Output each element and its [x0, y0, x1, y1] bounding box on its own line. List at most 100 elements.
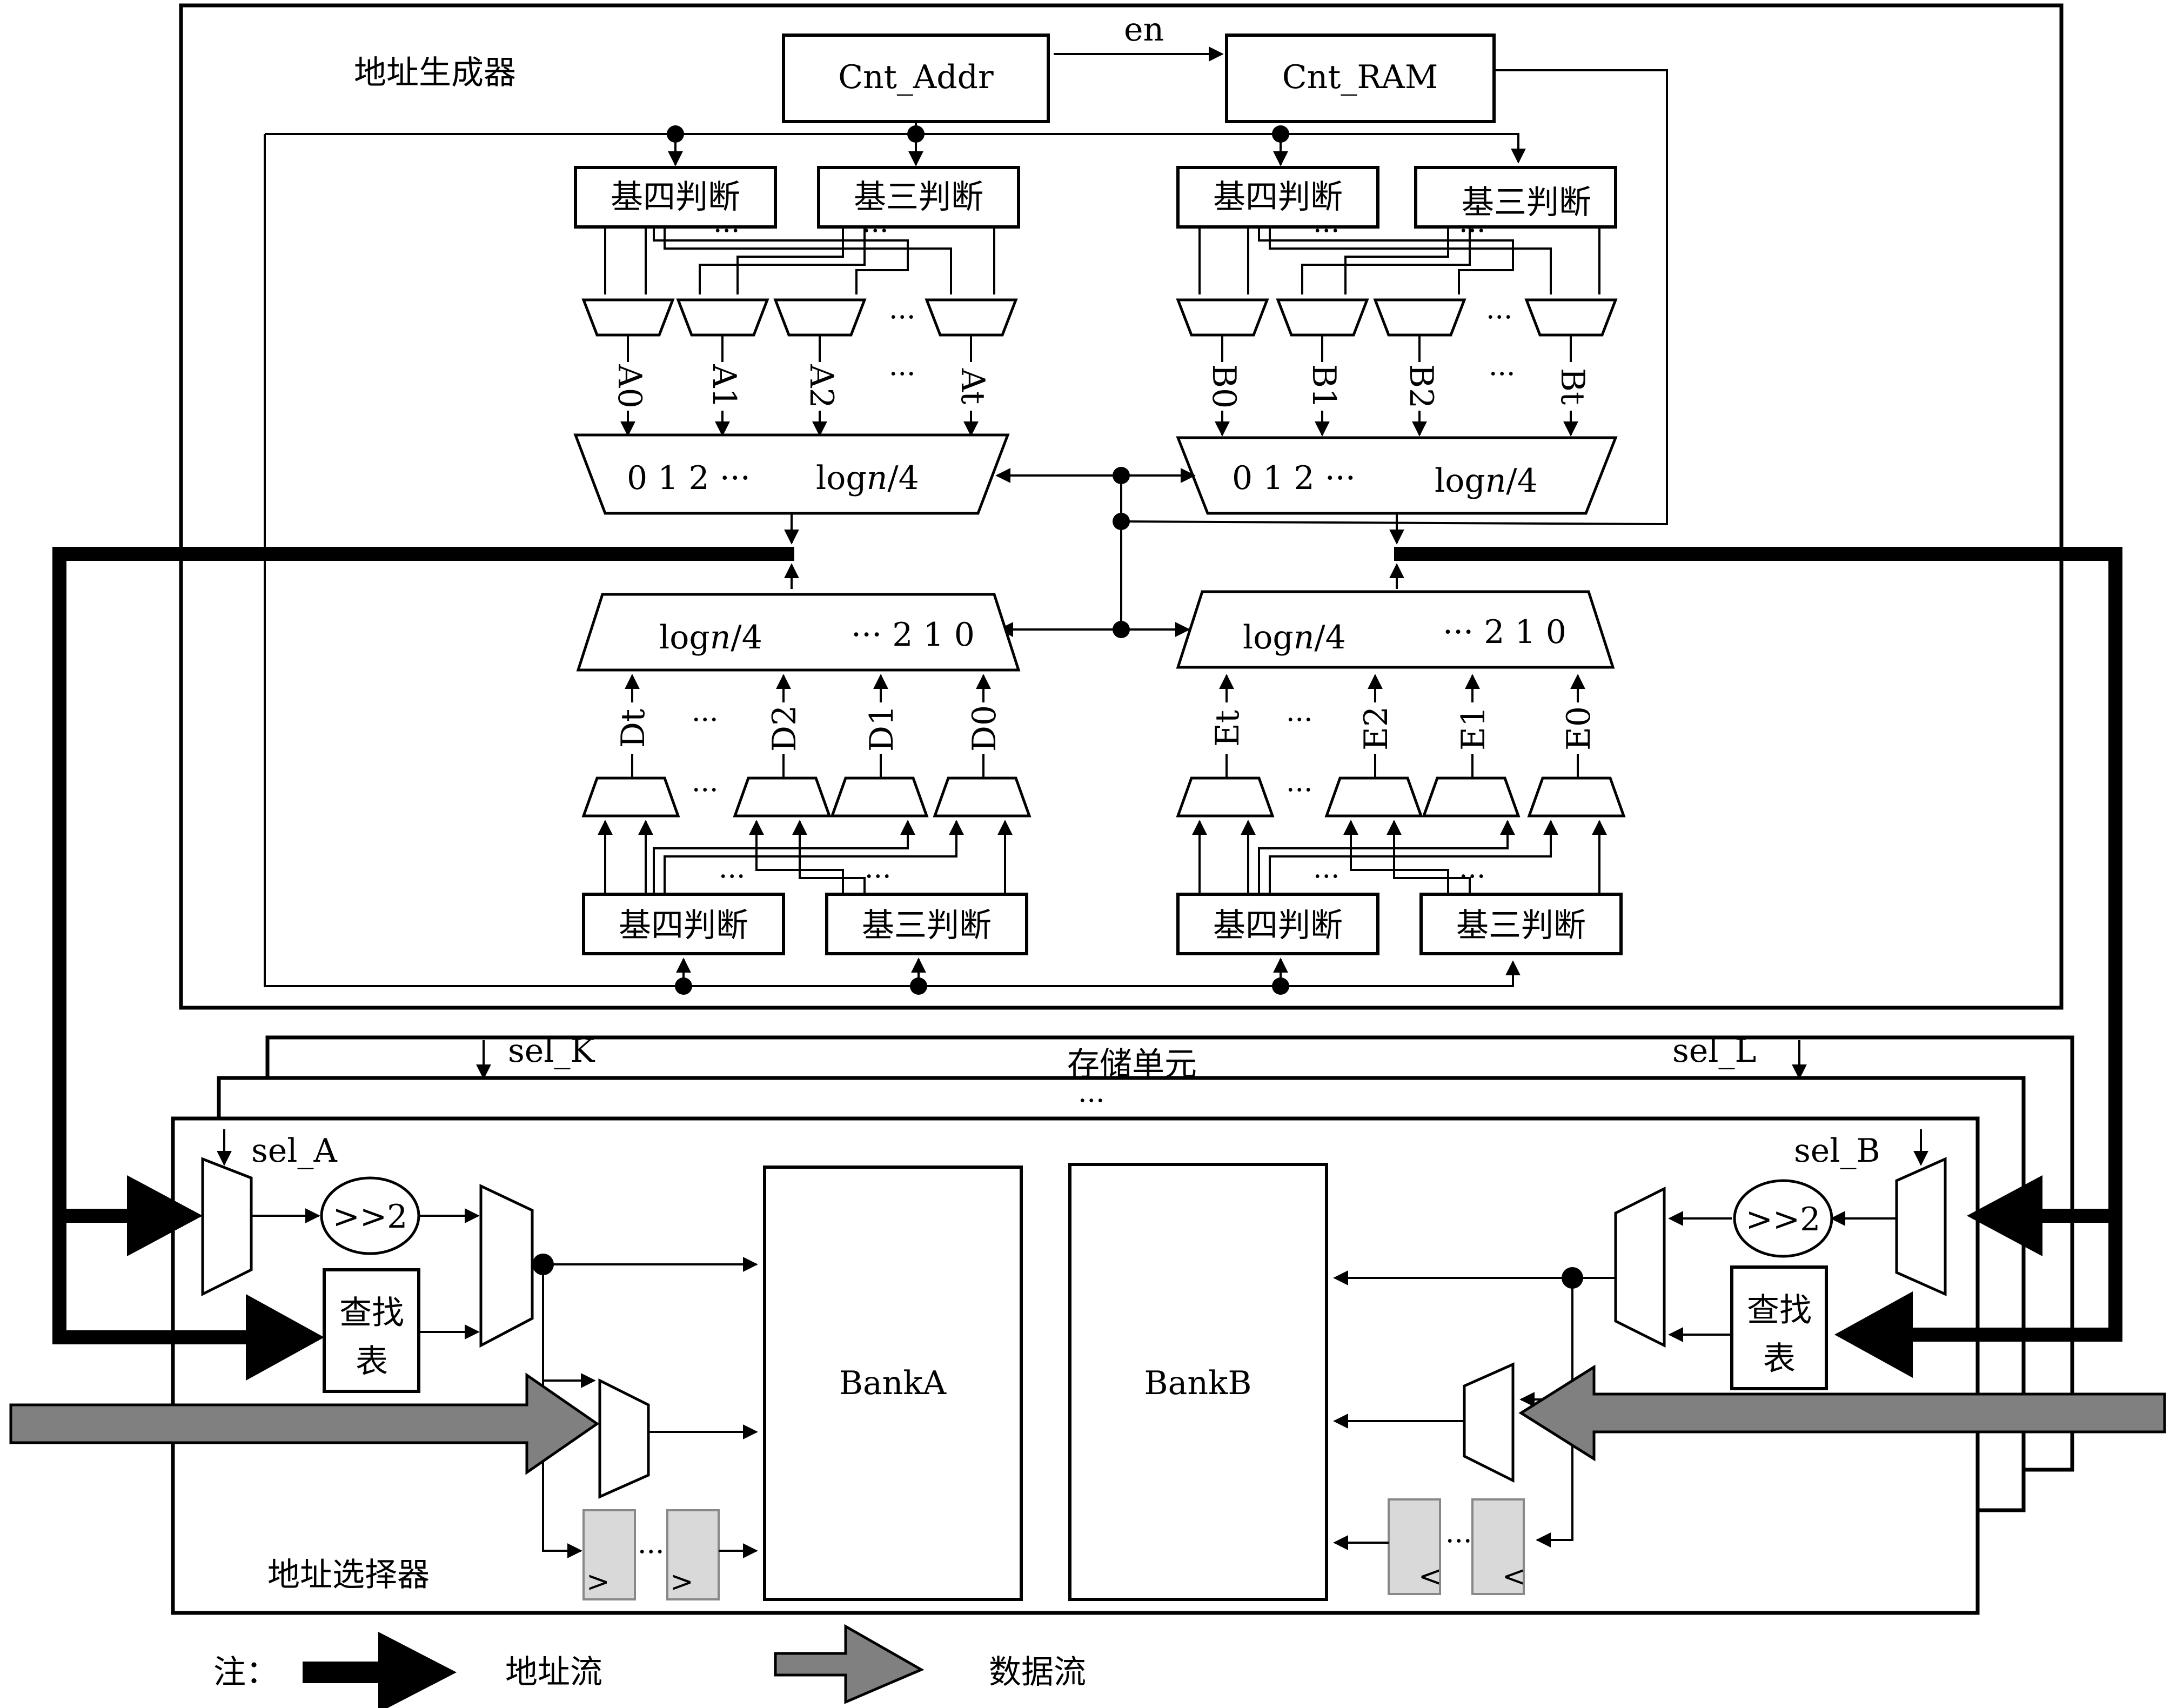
address-arrowhead	[1967, 1175, 2042, 1256]
wire	[1301, 227, 1471, 294]
data-arrow-left	[9, 1372, 600, 1475]
data-mux-left	[598, 1378, 650, 1499]
lookup-table-left	[323, 1268, 420, 1393]
mux-row-d: ···	[581, 774, 1032, 818]
register-ellipsis: ···	[1445, 1525, 1472, 1558]
address-bus	[52, 547, 794, 1223]
mux-bottom-left-head: logn/4	[659, 619, 762, 657]
radix4-check-label: 基四判断	[1213, 178, 1343, 216]
mux	[581, 298, 675, 337]
a0-label: A0	[611, 364, 648, 408]
addr-mux-right	[1614, 1186, 1666, 1348]
junction-dot	[675, 977, 692, 995]
ellipsis: ···	[1486, 302, 1513, 334]
cnt-ram-label: Cnt_RAM	[1282, 58, 1438, 96]
radix3-check-top-left	[817, 166, 1020, 229]
e0-label: E0	[1560, 706, 1598, 751]
legend-address-flow: 地址流	[505, 1653, 602, 1691]
radix3-check-label: 基三判断	[862, 907, 992, 945]
legend-note: 注：	[213, 1653, 278, 1691]
mux-top-right-tail: logn/4	[1435, 462, 1538, 500]
mux-top-right	[1176, 436, 1618, 515]
wire	[1269, 820, 1558, 894]
b-signals: B0 B1 B2 Bt ···	[1205, 335, 1591, 437]
mux-bottom-right-inputs: ··· 2 1 0	[1443, 613, 1566, 651]
cnt-addr-block	[782, 34, 1050, 123]
bank-a-label: BankA	[839, 1364, 947, 1402]
mux-row-b: ···	[1176, 298, 1618, 337]
layer-ellipsis: ···	[1078, 1085, 1105, 1117]
wire	[1258, 820, 1515, 894]
b2-label: B2	[1402, 364, 1440, 408]
ellipsis: ···	[862, 215, 889, 247]
mux	[1527, 776, 1626, 818]
wire	[542, 1264, 582, 1558]
lookup-table-right	[1730, 1265, 1828, 1390]
mux	[581, 776, 680, 818]
sel-b-mux	[1895, 1157, 1947, 1296]
lookup-label-1: 查找	[339, 1294, 404, 1332]
sel-b-label: sel_B	[1794, 1132, 1880, 1170]
shift-label: >>2	[1746, 1201, 1821, 1238]
mux-row-a: ···	[581, 298, 1018, 337]
wire	[1258, 227, 1514, 294]
lookup-label-1: 查找	[1747, 1291, 1812, 1329]
ellipsis: ···	[1286, 704, 1313, 736]
mux-bottom-right	[1176, 590, 1615, 669]
bank-b-label: BankB	[1144, 1364, 1252, 1402]
b1-label: B1	[1305, 364, 1343, 408]
d2-label: D2	[766, 705, 803, 752]
lookup-label-2: 表	[1763, 1340, 1796, 1378]
address-arrowhead	[1834, 1291, 1913, 1378]
e-signals: Et E2 E1 E0 ···	[1209, 674, 1598, 778]
ellipsis: ···	[1459, 861, 1486, 893]
ellipsis: ···	[865, 861, 892, 893]
d0-label: D0	[966, 705, 1003, 752]
ellipsis: ···	[713, 215, 740, 247]
register-mark: >	[670, 1566, 694, 1598]
bt-label: Bt	[1553, 368, 1591, 405]
address-arrowhead	[246, 1294, 324, 1381]
radix3-check-label: 基三判断	[1462, 184, 1591, 222]
a1-label: A1	[705, 364, 743, 408]
address-arrowhead	[127, 1175, 203, 1256]
radix3-check-label: 基三判断	[1456, 907, 1586, 945]
junction-dot	[910, 977, 927, 995]
radix3-check-bottom-right	[1419, 893, 1623, 955]
register	[582, 1509, 636, 1600]
radix4-check-top-right	[1176, 166, 1379, 229]
wire	[664, 820, 964, 894]
mux	[1276, 298, 1369, 337]
mux	[830, 776, 929, 818]
mux	[733, 776, 832, 818]
register-mark: <	[1502, 1560, 1526, 1593]
mux-bottom-left	[576, 593, 1021, 672]
ellipsis: ···	[1313, 215, 1340, 247]
register	[1471, 1498, 1525, 1595]
en-label: en	[1124, 11, 1164, 49]
mux-top-left	[573, 433, 1010, 515]
mux	[1373, 298, 1466, 337]
wire	[792, 820, 866, 894]
ellipsis: ···	[889, 302, 916, 334]
sel-k-label: sel_K	[508, 1032, 595, 1070]
ellipsis: ···	[1459, 215, 1486, 247]
radix4-check-label: 基四判断	[619, 907, 748, 945]
address-generator-title: 地址生成器	[354, 54, 516, 92]
radix3-check-label: 基三判断	[854, 178, 983, 216]
at-label: At	[954, 368, 992, 404]
wire	[1343, 820, 1449, 894]
e2-label: E2	[1357, 706, 1395, 751]
ellipsis: ···	[719, 861, 746, 893]
ellipsis: ···	[1286, 774, 1313, 807]
register-mark: <	[1418, 1560, 1442, 1593]
mux-top-right-inputs: 0 1 2 ···	[1232, 459, 1356, 497]
mux	[1324, 776, 1423, 818]
cnt-ram-block	[1225, 34, 1496, 123]
register	[666, 1509, 720, 1600]
wire	[1536, 1278, 1573, 1548]
junction-dot	[1272, 977, 1289, 995]
junction-dot	[1113, 467, 1130, 484]
mux-bottom-left-inputs: ··· 2 1 0	[851, 616, 975, 654]
